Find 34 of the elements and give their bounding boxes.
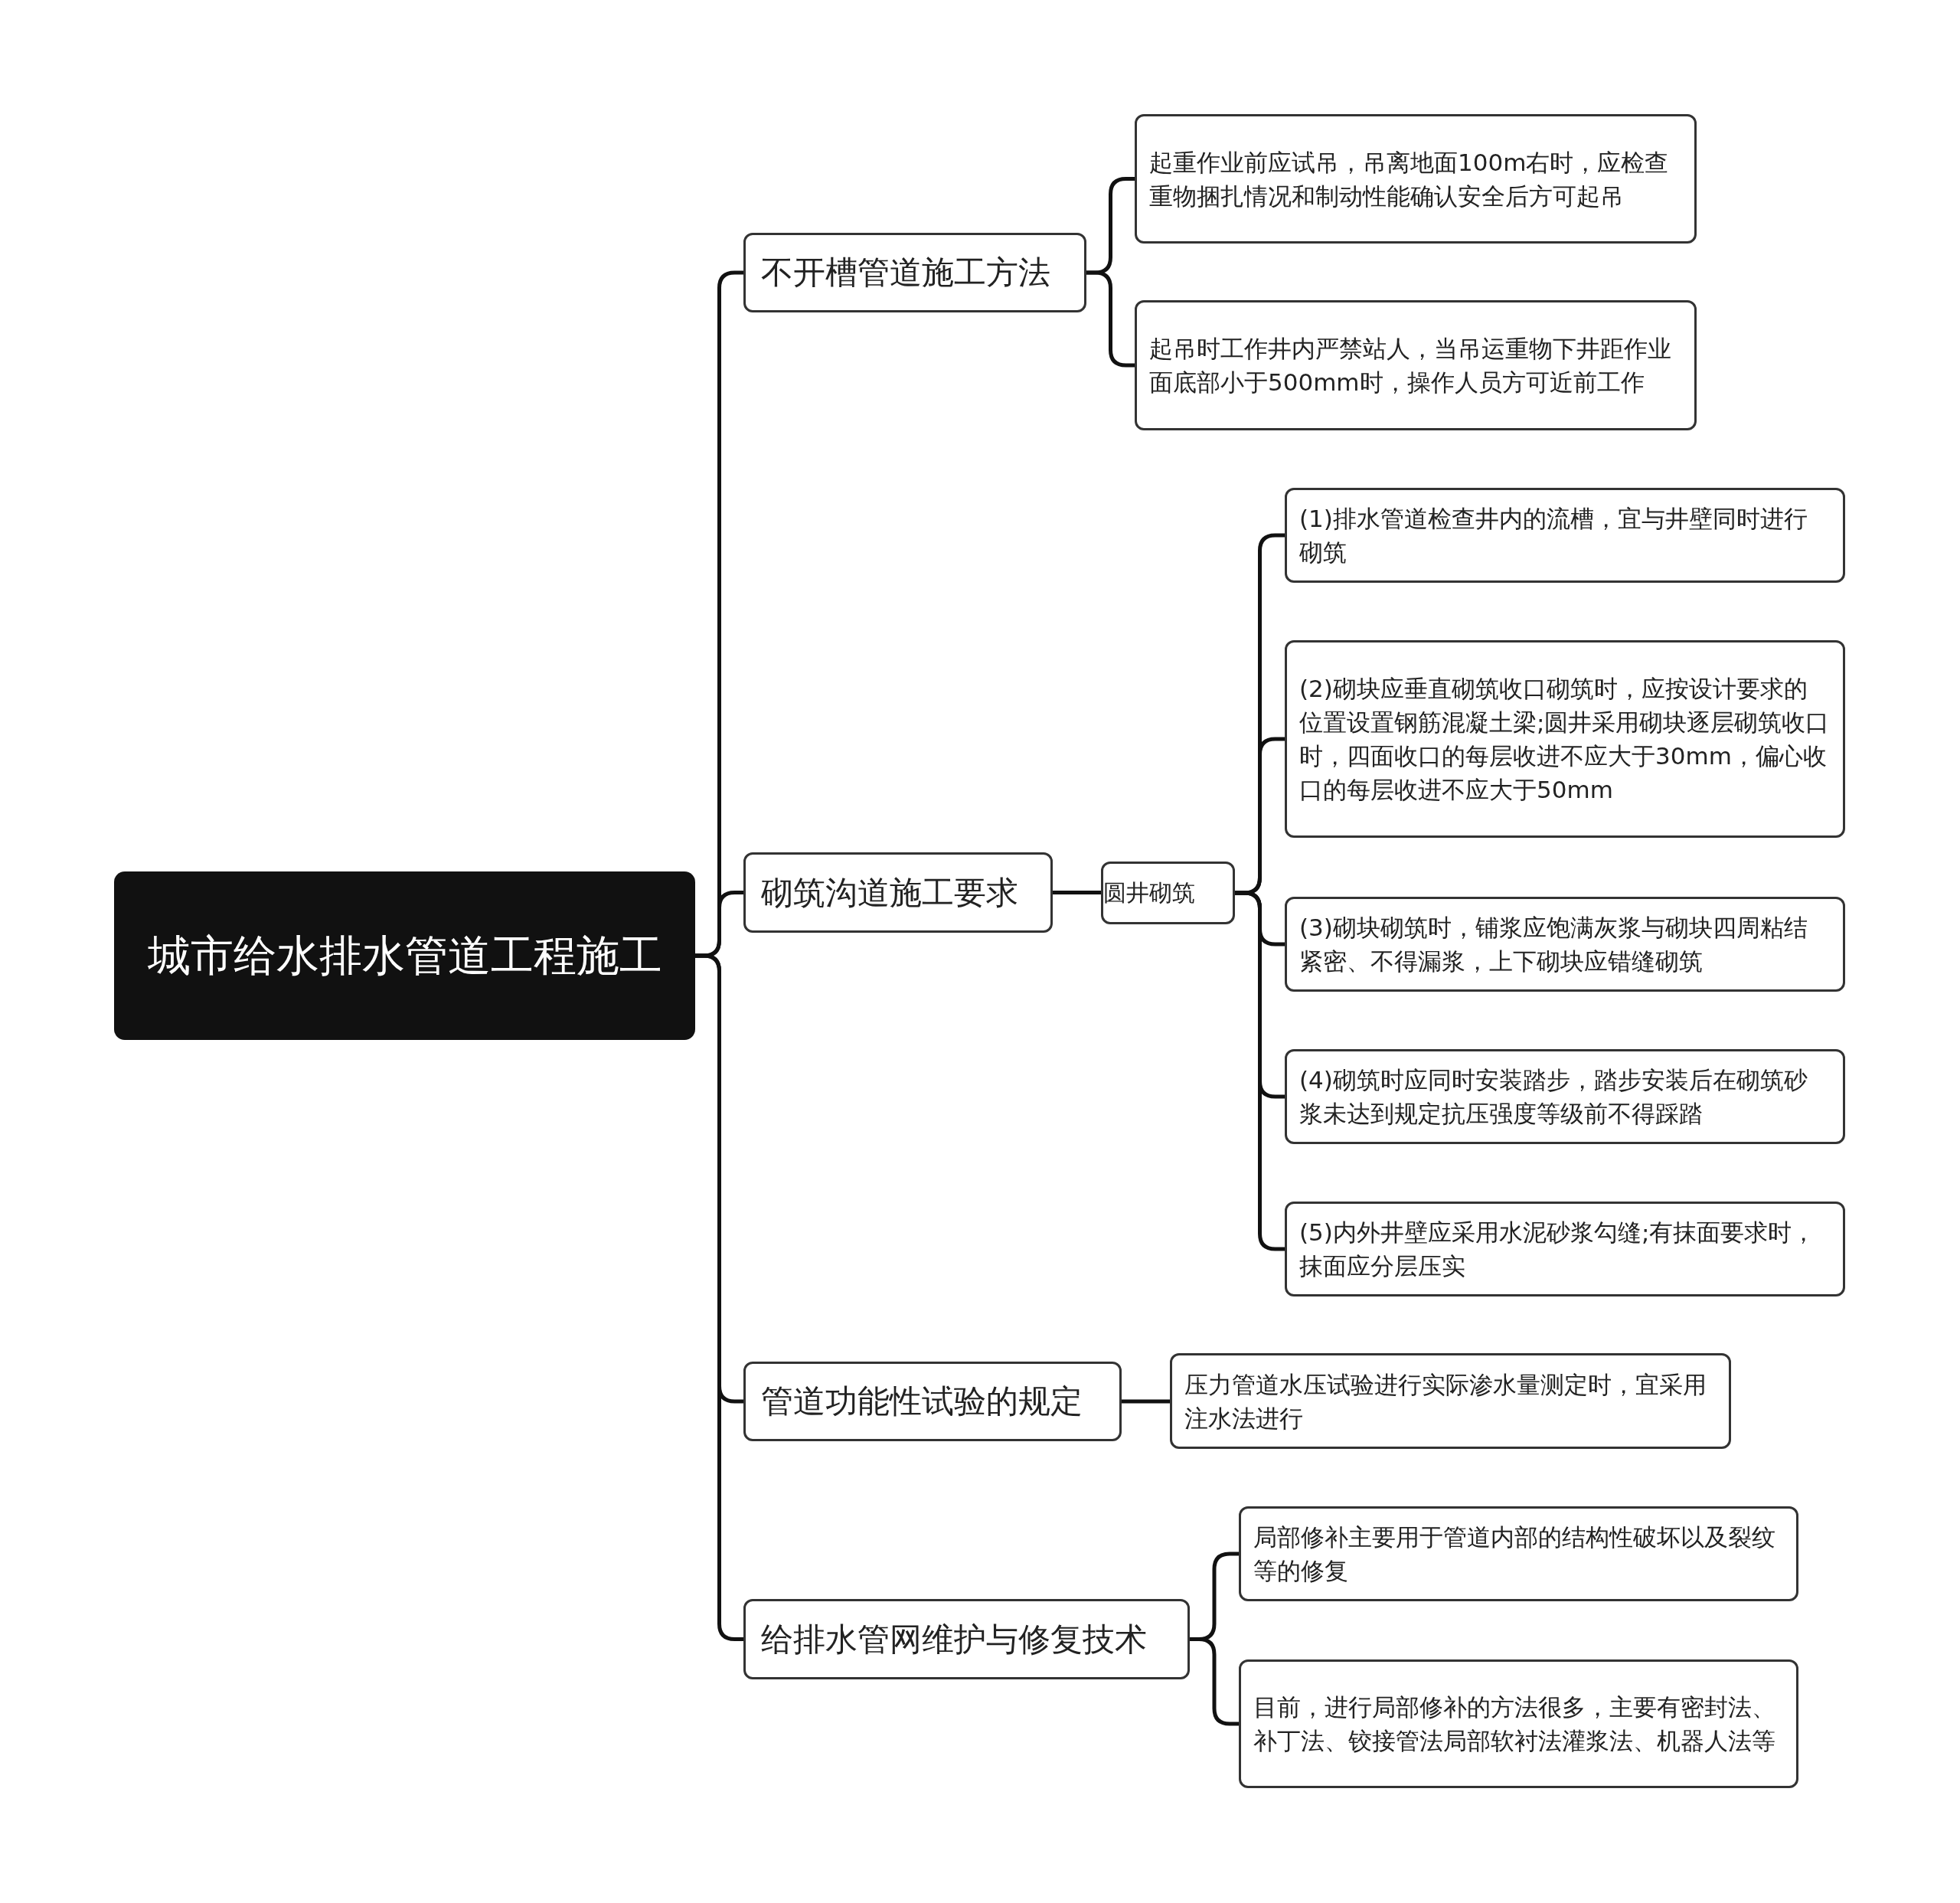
leaf-box xyxy=(1285,1202,1845,1296)
leaf-box xyxy=(1285,488,1845,583)
leaf-box xyxy=(1135,114,1697,244)
root-topic-box xyxy=(114,871,695,1040)
topic-box xyxy=(743,233,1086,312)
leaf-box xyxy=(1239,1659,1798,1788)
leaf-box xyxy=(1285,1049,1845,1144)
topic-box xyxy=(743,1599,1190,1679)
topic-box xyxy=(743,1362,1122,1441)
node-text: 城市给水排水管道工程施工 xyxy=(146,930,663,982)
leaf-box xyxy=(1135,300,1697,430)
node-text: 砌筑沟道施工要求 xyxy=(761,872,1019,913)
node-text: (3)砌块砌筑时，铺浆应饱满灰浆与砌块四周粘结紧密、不得漏浆，上下砌块应错缝砌筑 xyxy=(1299,913,1808,976)
node-text: 局部修补主要用于管道内部的结构性破坏以及裂纹等的修复 xyxy=(1253,1522,1776,1586)
node-text: (4)砌筑时应同时安装踏步，踏步安装后在砌筑砂浆未达到规定抗压强度等级前不得踩踏 xyxy=(1299,1065,1808,1129)
node-text: 圆井砌筑 xyxy=(1103,878,1196,907)
node-text: 给排水管网维护与修复技术 xyxy=(761,1619,1148,1659)
leaf-box xyxy=(1285,640,1845,838)
node-text: 管道功能性试验的规定 xyxy=(761,1381,1083,1421)
node-text: 目前，进行局部修补的方法很多，主要有密封法、补丁法、铰接管法局部软衬法灌浆法、机器人法等 xyxy=(1253,1692,1776,1756)
node-text: 压力管道水压试验进行实际渗水量测定时，宜采用注水法进行 xyxy=(1184,1369,1707,1434)
connector-line xyxy=(1122,1399,1170,1404)
connector-line xyxy=(1053,891,1101,894)
leaf-box xyxy=(1285,897,1845,992)
node-text: 不开槽管道施工方法 xyxy=(761,253,1051,293)
node-text: (2)砌块应垂直砌筑收口砌筑时，应按设计要求的位置设置钢筋混凝土梁;圆井采用砌块逐层砌筑收口时，四面收口的每层收进不应大于30mm，偏心收口的每层收进不应大于50mm xyxy=(1299,674,1831,805)
node-text: 起吊时工作井内严禁站人，当吊运重物下井距作业面底部小于500mm时，操作人员方可近前工作 xyxy=(1149,334,1672,397)
subtopic-box xyxy=(1101,862,1235,924)
node-text: (5)内外井壁应采用水泥砂浆勾缝;有抹面要求时，抹面应分层压实 xyxy=(1299,1218,1817,1281)
leaf-box xyxy=(1170,1353,1731,1449)
node-text: (1)排水管道检查井内的流槽，宜与井壁同时进行砌筑 xyxy=(1299,504,1808,567)
leaf-box xyxy=(1239,1506,1798,1601)
node-text: 起重作业前应试吊，吊离地面100m右时，应检查重物捆扎情况和制动性能确认安全后方可起吊 xyxy=(1149,147,1670,211)
topic-box xyxy=(743,852,1053,933)
